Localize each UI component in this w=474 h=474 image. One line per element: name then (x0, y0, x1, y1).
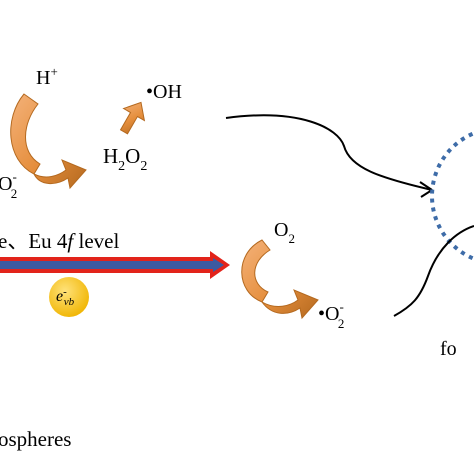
o2-label: O2 (274, 219, 295, 246)
svg-text:H2O2: H2O2 (103, 144, 147, 174)
blue-red-arrow-icon (0, 251, 230, 279)
svg-text:e-vb: e-vb (56, 286, 75, 308)
microspheres-partial-label: ospheres (0, 427, 71, 451)
curved-orange-arrow-icon (241, 239, 319, 320)
h2o2-label: H2O2 (103, 144, 147, 174)
curve-to-circle-top (225, 114, 433, 191)
dashed-circle-icon (430, 131, 474, 261)
fo-partial-label: fo (440, 338, 457, 360)
svg-text:•O-2: •O-2 (318, 299, 344, 331)
electron-ball-icon: e-vb (49, 277, 89, 317)
superoxide-bottom-label: •O-2 (318, 299, 344, 331)
oh-radical-label: •OH (146, 81, 182, 103)
h-plus-label: H+ (36, 64, 58, 89)
curved-orange-arrow-icon (10, 93, 87, 190)
eu-level-label: e、Eu 4f level (0, 229, 119, 253)
straight-orange-arrow-icon (119, 101, 146, 135)
svg-text:•OH: •OH (146, 81, 182, 103)
arrowhead-icon (419, 181, 433, 198)
svg-text:O2: O2 (274, 219, 295, 246)
curve-to-circle-bottom (393, 225, 474, 317)
svg-text:e、Eu 4f level: e、Eu 4f level (0, 229, 119, 253)
superoxide-top-label: O-2 (0, 169, 17, 201)
svg-text:H+: H+ (36, 64, 58, 89)
svg-text:O-2: O-2 (0, 169, 17, 201)
